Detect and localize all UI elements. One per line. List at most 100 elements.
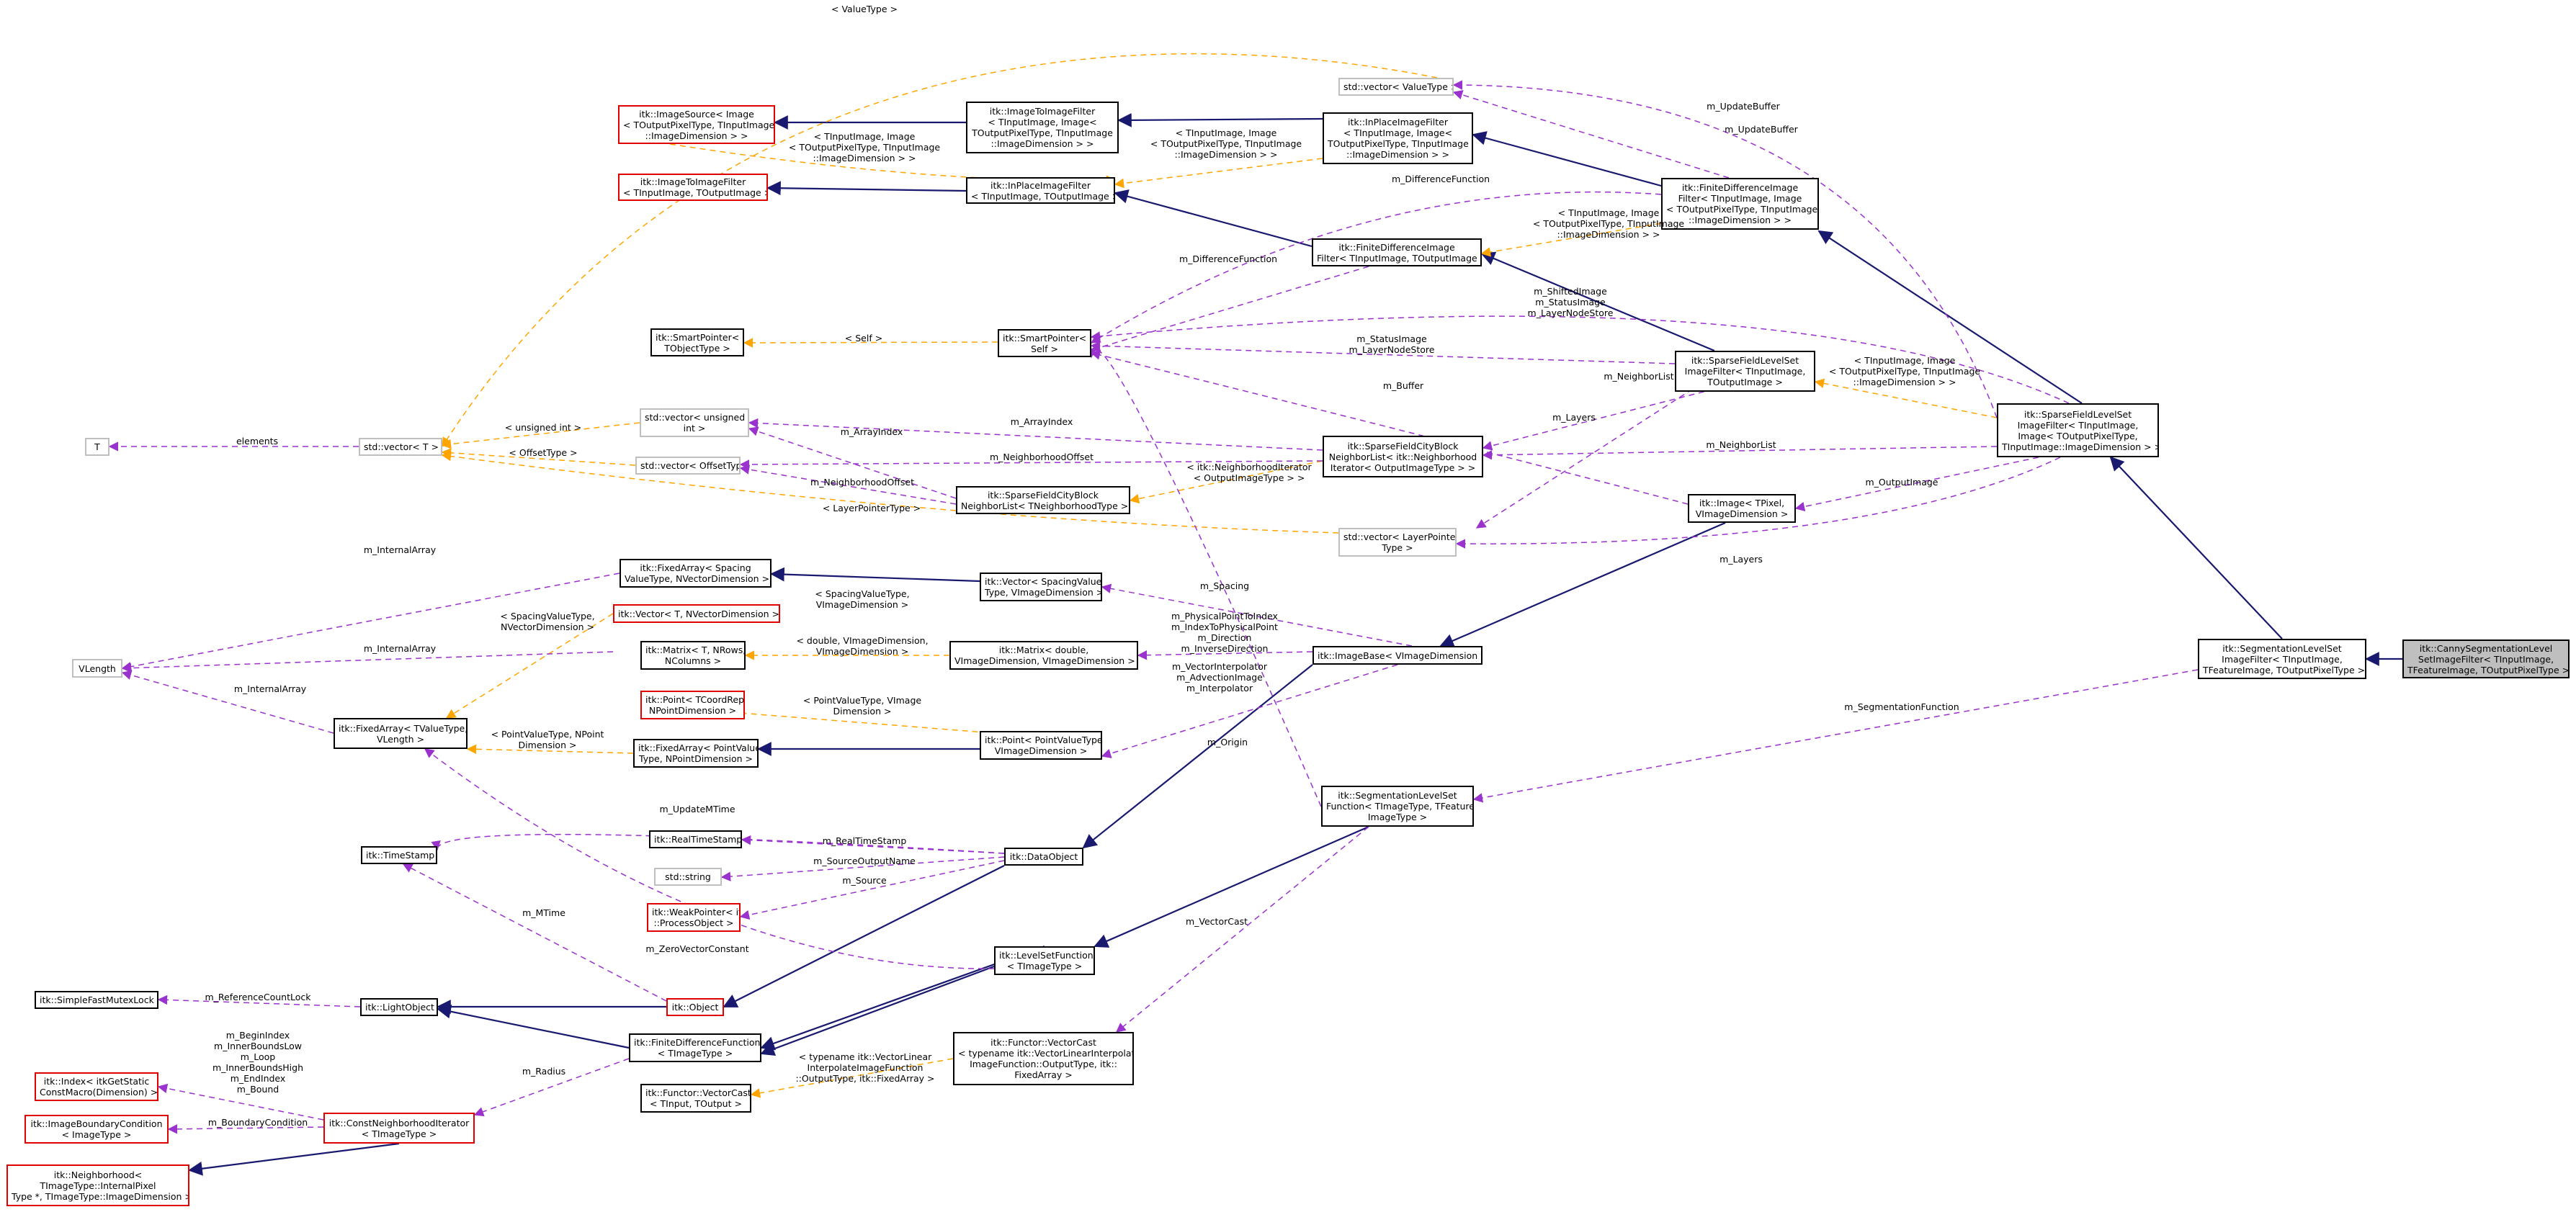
inheritance-edge [770,567,980,583]
class-node-text: std::vector< OffsetType > [640,460,739,471]
class-node-text: < TInputImage, Image< [988,117,1097,127]
usage-edge [1090,266,1369,352]
class-node-itkImage[interactable]: itk::Image< TPixel,VImageDimension > [1688,494,1796,523]
edge-label-line: VImageDimension > [815,646,909,657]
template-edge [1480,223,1662,257]
class-node-smartPtrT[interactable]: itk::SmartPointer<TObjectType > [650,328,744,356]
edge-label-line: m_DifferenceFunction [1179,253,1278,264]
class-node-text: itk::LightObject [365,1002,434,1013]
class-node-inPlace2[interactable]: itk::InPlaceImageFilter< TInputImage, TO… [966,177,1115,204]
edge-label-updateBuffer1: m_UpdateBuffer [1725,124,1798,135]
class-node-lightObj[interactable]: itk::LightObject [360,998,438,1016]
class-node-lsFunc[interactable]: itk::LevelSetFunction< TImageType > [994,946,1095,975]
class-node-text: itk::ImageSource< Image [639,108,754,120]
edge-label-line: m_Interpolator [1186,683,1253,693]
edge-label-line: m_NeighborhoodOffset [810,477,915,488]
class-node-object[interactable]: itk::Object [666,998,724,1016]
inheritance-edge [1114,189,1312,248]
class-node-text: TImageType::InternalPixel [40,1180,156,1191]
class-node-text: itk::Vector< T, NVectorDimension > [618,608,779,619]
class-node-vecValue[interactable]: std::vector< ValueType > [1338,78,1454,96]
edge-label-valueType: < ValueType > [831,4,898,14]
inheritance-edge [723,865,1005,1007]
class-node-vecCastLin[interactable]: itk::Functor::VectorCast< typename itk::… [953,1032,1134,1085]
edge-label-refCountLock: m_ReferenceCountLock [205,992,311,1002]
class-node-vecOffset[interactable]: std::vector< OffsetType > [635,457,741,475]
class-node-text: itk::Vector< SpacingValue [985,576,1102,587]
class-node-pointPV[interactable]: itk::Point< PointValueType,VImageDimensi… [980,731,1102,760]
class-node-text: ValueType, NVectorDimension > [625,573,770,584]
class-node-neighborhood[interactable]: itk::Neighborhood<TImageType::InternalPi… [6,1164,189,1206]
class-node-smartPtr[interactable]: itk::SmartPointer<Self > [998,329,1091,357]
class-node-text: itk::SegmentationLevelSet [2222,642,2342,654]
edge-label-line: ::OutputType, itk::FixedArray > [795,1073,935,1084]
class-node-T[interactable]: T [85,438,109,456]
edge-label-doubleVI: < double, VImageDimension,VImageDimensio… [796,635,928,657]
edge-label-source: m_Source [842,875,886,886]
class-node-text: itk::Point< TCoordRep, [645,694,745,705]
edge-label-tplSparse: < TInputImage, Image< TOutputPixelType, … [1829,355,1980,387]
class-node-matrixT[interactable]: itk::Matrix< T, NRows,NColumns > [640,641,746,670]
edge-label-line: m_BeginIndex [225,1030,290,1041]
class-node-vecT[interactable]: std::vector< T > [359,438,442,456]
class-node-vecCastT[interactable]: itk::Functor::VectorCast< TInput, TOutpu… [640,1084,751,1113]
class-node-imgToImgTop[interactable]: itk::ImageToImageFilter< TInputImage, Im… [966,102,1119,153]
class-node-timeStamp[interactable]: itk::TimeStamp [361,846,437,864]
class-node-text: itk::Matrix< double, [998,645,1089,655]
class-node-inPlaceTop[interactable]: itk::InPlaceImageFilter< TInputImage, Im… [1323,112,1473,164]
edge-label-tplImgSrc: < TInputImage, Image< TOutputPixelType, … [789,131,940,163]
class-node-finDiffFunc[interactable]: itk::FiniteDifferenceFunction< TImageTyp… [629,1033,761,1062]
inheritance-edge [1439,521,1726,648]
class-node-text: std::vector< unsigned [645,412,746,423]
edge-label-line: ::ImageDimension > > [813,153,916,163]
class-node-matrixD[interactable]: itk::Matrix< double,VImageDimension, VIm… [949,641,1138,670]
class-node-realTS[interactable]: itk::RealTimeStamp [649,830,742,848]
usage-edge [739,464,957,505]
edge-label-line: < SpacingValueType, [815,588,910,599]
usage-edge [739,860,1005,920]
class-node-boundary[interactable]: itk::ImageBoundaryCondition< ImageType > [24,1115,169,1144]
edge-label-line: < OffsetType > [509,447,578,458]
edge-label-line: < PointValueType, VImage [802,695,922,706]
class-node-text: itk::TimeStamp [366,850,435,861]
class-node-imgSource[interactable]: itk::ImageSource< Image< TOutputPixelTyp… [618,105,775,144]
class-node-text: itk::ConstNeighborhoodIterator [328,1117,470,1128]
edge-label-diffFunc1: m_DifferenceFunction [1392,174,1490,184]
class-node-text: itk::SmartPointer< [656,331,740,343]
class-node-pointCoord[interactable]: itk::Point< TCoordRep,NPointDimension > [640,691,745,719]
usage-edge [1090,341,1676,364]
class-node-fastMutex[interactable]: itk::SimpleFastMutexLock [35,991,158,1009]
class-node-weakPtr[interactable]: itk::WeakPointer< itk::ProcessObject > [647,903,741,932]
edge-label-line: m_Layers [1719,554,1763,565]
class-node-text: Filter< TInputImage, TOutputImage > [1317,252,1482,264]
class-node-imgToImg2[interactable]: itk::ImageToImageFilter< TInputImage, TO… [618,174,768,201]
edge-label-line: m_ShiftedImage [1534,286,1607,297]
class-node-string[interactable]: std::string [654,868,722,886]
class-node-vectorT[interactable]: itk::Vector< T, NVectorDimension > [613,604,780,623]
class-node-cnIter[interactable]: itk::ConstNeighborhoodIterator< TImageTy… [323,1113,475,1144]
class-node-imageBase[interactable]: itk::ImageBase< VImageDimension > [1312,646,1482,665]
usage-edge [1455,457,2061,549]
class-node-fixedTV[interactable]: itk::FixedArray< TValueType,VLength > [334,718,468,749]
class-node-dataObject[interactable]: itk::DataObject [1004,848,1083,866]
edge-label-line: < TOutputPixelType, TInputImage [1150,138,1302,149]
class-node-vlength[interactable]: VLength [72,659,122,678]
class-node-text: Filter< TInputImage, Image [1678,193,1802,204]
